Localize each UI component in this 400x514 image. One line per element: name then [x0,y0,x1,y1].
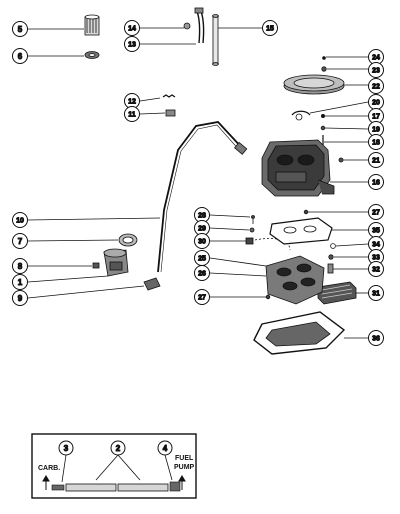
callout-35: 35 [368,222,384,238]
svg-text:19: 19 [372,127,380,134]
callout-2: 2 [110,440,126,456]
svg-text:14: 14 [128,26,136,33]
callout-10: 10 [12,212,28,228]
svg-text:30: 30 [198,239,206,246]
callout-14: 14 [124,20,140,36]
svg-text:13: 13 [128,42,136,49]
part-7-clamp [118,233,138,247]
svg-text:8: 8 [18,262,23,271]
svg-text:9: 9 [18,294,23,303]
part-13-fuel-line [194,7,205,44]
callout-19: 19 [368,121,384,137]
inset-hose-assembly [31,433,197,499]
svg-text:2: 2 [116,444,121,453]
svg-text:25: 25 [198,256,206,263]
part-6-gasket [84,51,100,59]
part-25-26-main-body [265,255,325,305]
svg-text:21: 21 [372,158,380,165]
part-10-fuel-line [157,121,248,273]
svg-text:24: 24 [372,55,380,62]
svg-text:35: 35 [372,228,380,235]
callout-13: 13 [124,36,140,52]
svg-text:23: 23 [372,68,380,75]
part-15-hose [212,14,219,66]
part-16-carburetor [261,139,335,197]
svg-text:22: 22 [372,84,380,91]
svg-text:36: 36 [372,336,380,343]
svg-text:33: 33 [372,255,380,262]
part-22-air-cleaner [283,74,345,95]
callout-9: 9 [12,290,28,306]
callout-25: 25 [194,250,210,266]
part-35-gasket [269,217,333,245]
part-1-filter-housing [103,248,129,277]
svg-text:15: 15 [266,26,274,33]
callout-1: 1 [12,274,28,290]
svg-text:1: 1 [18,278,23,287]
inset-fuel-label: FUEL [175,455,194,462]
svg-text:34: 34 [372,242,380,249]
svg-text:32: 32 [372,267,380,274]
svg-text:20: 20 [372,100,380,107]
callout-27-upper: 27 [368,204,384,220]
svg-text:3: 3 [64,444,69,453]
callout-23: 23 [368,62,384,78]
svg-text:16: 16 [372,180,380,187]
callout-31: 31 [368,285,384,301]
svg-text:18: 18 [372,140,380,147]
callout-32: 32 [368,261,384,277]
svg-text:10: 10 [16,218,24,225]
part-14-nut [183,22,191,30]
inset-pump-label: PUMP [174,464,195,471]
svg-text:29: 29 [198,226,206,233]
part-9-fitting [143,277,161,291]
callout-20: 20 [368,94,384,110]
svg-text:27: 27 [372,210,380,217]
part-5-filter-element [84,14,100,36]
callout-22: 22 [368,78,384,94]
svg-text:6: 6 [18,52,23,61]
svg-text:26: 26 [198,271,206,278]
callout-28: 28 [194,207,210,223]
svg-text:12: 12 [128,99,136,106]
svg-text:7: 7 [18,237,23,246]
svg-text:4: 4 [163,444,168,453]
callout-36: 36 [368,330,384,346]
callout-26: 26 [194,265,210,281]
svg-text:17: 17 [372,114,380,121]
callout-8: 8 [12,258,28,274]
part-31-float [317,281,357,305]
callout-4: 4 [157,440,173,456]
svg-text:11: 11 [128,112,136,119]
svg-text:27: 27 [198,295,206,302]
callout-15: 15 [262,20,278,36]
callout-16: 16 [368,174,384,190]
callout-21: 21 [368,152,384,168]
callout-18: 18 [368,134,384,150]
svg-text:31: 31 [372,291,380,298]
callout-6: 6 [12,48,28,64]
part-36-flange-gasket [253,311,346,355]
callout-3: 3 [58,440,74,456]
svg-text:28: 28 [198,213,206,220]
inset-carb-label: CARB. [38,465,60,472]
callout-11: 11 [124,106,140,122]
part-11-clip [165,109,176,117]
callout-5: 5 [12,21,28,37]
svg-text:5: 5 [18,25,23,34]
part-12-spring [162,94,176,98]
callout-7: 7 [12,233,28,249]
callout-30: 30 [194,233,210,249]
callout-27-lower: 27 [194,289,210,305]
callout-24: 24 [368,49,384,65]
